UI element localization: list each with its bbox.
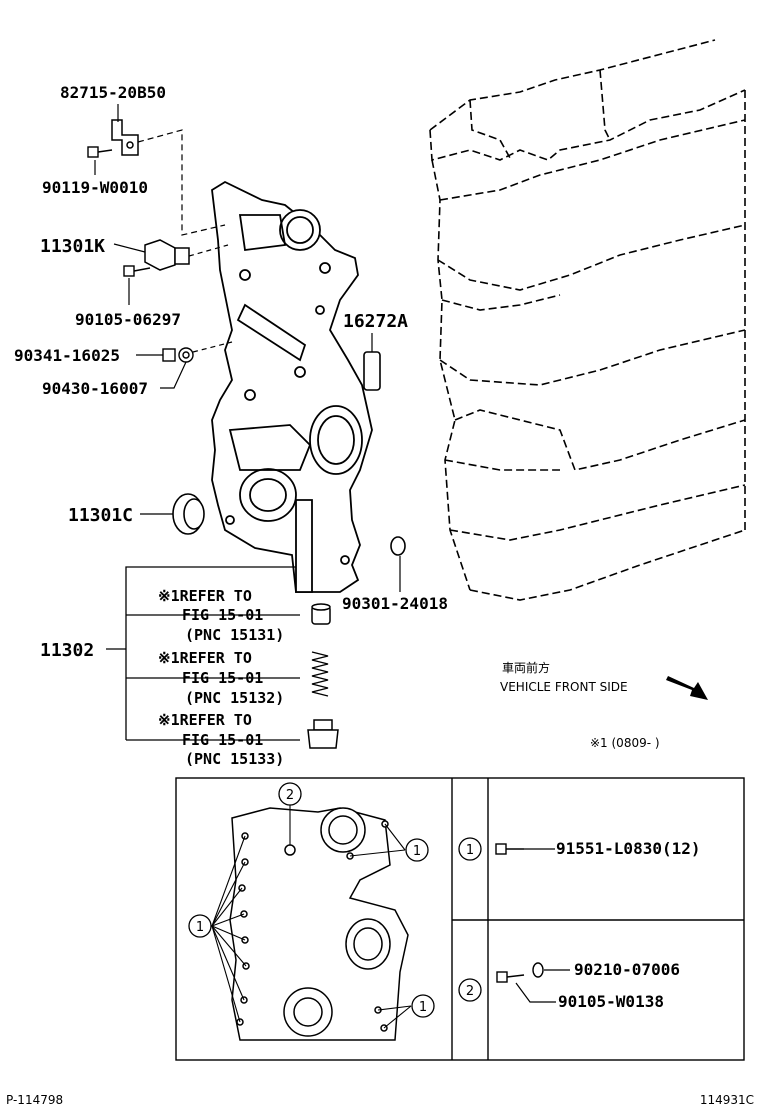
ref-2-line1: ※1REFER TO bbox=[158, 649, 252, 667]
footer-right-code: 114931C bbox=[700, 1093, 754, 1107]
ref-2-line3: (PNC 15132) bbox=[185, 689, 284, 707]
callout-2-circle: 2 bbox=[278, 782, 302, 806]
ref-1-line3: (PNC 15131) bbox=[185, 626, 284, 644]
svg-text:1: 1 bbox=[466, 843, 474, 858]
ref-1-line2: FIG 15-01 bbox=[182, 606, 263, 624]
plug-icon bbox=[162, 347, 194, 363]
legend-part-90105-w: 90105-W0138 bbox=[558, 992, 664, 1011]
legend-callout-2: 2 bbox=[458, 978, 482, 1002]
ref-2-line2: FIG 15-01 bbox=[182, 669, 263, 687]
part-label-90105-06297: 90105-06297 bbox=[75, 310, 181, 329]
cam-sensor-icon bbox=[144, 239, 190, 271]
engine-block-outline bbox=[429, 39, 746, 601]
callout-1-circle: 1 bbox=[405, 838, 429, 862]
part-label-16272A: 16272A bbox=[343, 311, 408, 332]
legend-frame bbox=[175, 777, 745, 1061]
svg-text:1: 1 bbox=[413, 844, 421, 859]
bolt-icon bbox=[496, 971, 525, 983]
bolt-icon bbox=[87, 146, 113, 158]
legend-part-90210: 90210-07006 bbox=[574, 960, 680, 979]
part-label-90430: 90430-16007 bbox=[42, 379, 148, 398]
leader-11301K bbox=[113, 243, 146, 253]
part-label-11302: 11302 bbox=[40, 640, 94, 661]
group-bracket-11302 bbox=[106, 566, 300, 741]
part-label-82715: 82715-20B50 bbox=[60, 83, 166, 102]
leader-90430 bbox=[160, 361, 187, 389]
svg-text:2: 2 bbox=[466, 984, 474, 999]
dashed-guide-bracket bbox=[137, 129, 226, 236]
callout-leaders bbox=[211, 805, 412, 1029]
footer-left-code: P-114798 bbox=[6, 1093, 63, 1107]
spring-icon bbox=[311, 651, 329, 697]
part-label-11301K: 11301K bbox=[40, 236, 105, 257]
callout-1-circle: 1 bbox=[188, 914, 212, 938]
plunger-icon bbox=[307, 719, 339, 749]
washer-icon bbox=[532, 962, 544, 978]
o-ring-icon bbox=[390, 536, 406, 556]
ref-3-line1: ※1REFER TO bbox=[158, 711, 252, 729]
direction-en: VEHICLE FRONT SIDE bbox=[500, 680, 628, 694]
legend-callout-1: 1 bbox=[458, 837, 482, 861]
svg-text:2: 2 bbox=[286, 788, 294, 803]
ref-3-line3: (PNC 15133) bbox=[185, 750, 284, 768]
callout-1-circle: 1 bbox=[411, 994, 435, 1018]
part-label-90119: 90119-W0010 bbox=[42, 178, 148, 197]
bolt-icon bbox=[123, 265, 151, 277]
part-label-11301C: 11301C bbox=[68, 505, 133, 526]
oil-seal-icon bbox=[172, 493, 205, 535]
dashed-guide-sensor bbox=[188, 244, 229, 257]
cover-bolt-locations bbox=[229, 807, 409, 1041]
gasket-icon bbox=[363, 351, 381, 391]
direction-arrow-icon bbox=[666, 676, 708, 700]
leader-90105-w bbox=[515, 982, 556, 1003]
dashed-guide-plug bbox=[192, 341, 233, 353]
direction-jp: 車両前方 bbox=[502, 660, 550, 675]
part-label-90301: 90301-24018 bbox=[342, 594, 448, 613]
bracket-icon bbox=[111, 119, 139, 156]
ref-1-line1: ※1REFER TO bbox=[158, 587, 252, 605]
cap-icon bbox=[311, 603, 331, 625]
part-label-90341: 90341-16025 bbox=[14, 346, 120, 365]
svg-text:1: 1 bbox=[196, 920, 204, 935]
legend-part-91551: 91551-L0830(12) bbox=[556, 839, 701, 858]
ref-3-line2: FIG 15-01 bbox=[182, 731, 263, 749]
timing-chain-cover bbox=[211, 180, 373, 593]
bolt-icon bbox=[495, 843, 524, 855]
date-note: ※1 (0809- ) bbox=[590, 736, 660, 750]
svg-text:1: 1 bbox=[419, 1000, 427, 1015]
